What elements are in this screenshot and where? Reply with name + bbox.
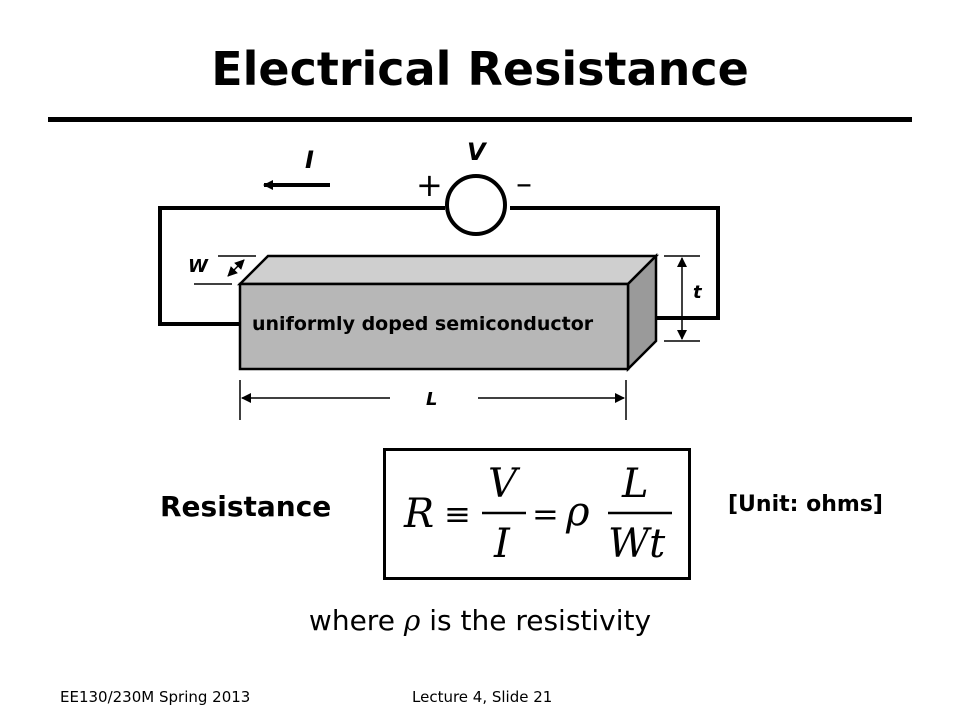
thickness-label: t bbox=[693, 282, 702, 303]
formula-rho: ρ bbox=[565, 489, 590, 535]
slide-title: Electrical Resistance bbox=[211, 42, 749, 96]
width-label: W bbox=[188, 256, 208, 277]
right-wire bbox=[510, 206, 720, 320]
formula-equiv: ≡ bbox=[444, 495, 471, 533]
current-label: I bbox=[305, 146, 314, 174]
formula-wt: Wt bbox=[608, 521, 666, 567]
where-suffix: is the resistivity bbox=[429, 604, 652, 637]
length-label: L bbox=[426, 389, 438, 410]
left-wire bbox=[158, 206, 445, 326]
plus-sign: + bbox=[416, 166, 443, 204]
bar-front-face bbox=[238, 282, 630, 371]
unit-label: [Unit: ohms] bbox=[728, 492, 883, 517]
footer-slide-number: Lecture 4, Slide 21 bbox=[412, 688, 553, 706]
resistance-formula: R ≡ V I = ρ L Wt bbox=[403, 461, 672, 567]
formula-r: R bbox=[403, 491, 434, 537]
formula-equals: = bbox=[532, 495, 559, 533]
voltage-source bbox=[445, 174, 507, 236]
rho-symbol: ρ bbox=[403, 604, 421, 637]
bar-top-face bbox=[236, 254, 660, 286]
title-underline bbox=[48, 117, 912, 122]
formula-box: R ≡ V I = ρ L Wt bbox=[383, 448, 691, 580]
formula-v: V bbox=[488, 461, 521, 507]
where-prefix: where bbox=[308, 604, 395, 637]
minus-sign: – bbox=[516, 164, 532, 202]
voltage-label: V bbox=[467, 138, 486, 166]
formula-i: I bbox=[493, 521, 511, 567]
footer-course: EE130/230M Spring 2013 bbox=[60, 688, 251, 706]
bar-label: uniformly doped semiconductor bbox=[252, 313, 594, 335]
formula-l: L bbox=[621, 461, 649, 507]
resistivity-note: where ρ is the resistivity bbox=[0, 604, 960, 637]
width-arrow bbox=[227, 259, 245, 277]
resistance-label: Resistance bbox=[160, 490, 332, 523]
